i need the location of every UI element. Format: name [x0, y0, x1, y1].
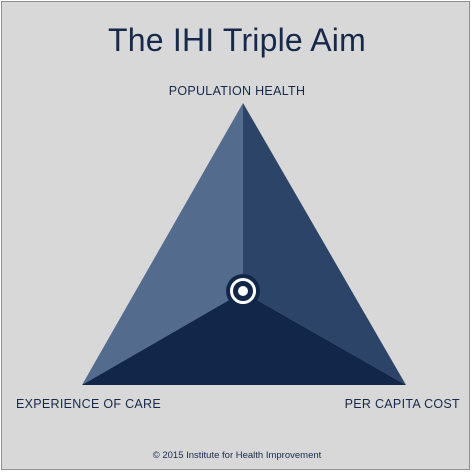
pyramid-face-left: [82, 103, 243, 385]
target-icon: [226, 274, 260, 308]
vertex-label-population-health: POPULATION HEALTH: [168, 84, 306, 98]
pyramid-face-right: [243, 103, 406, 385]
copyright-notice: © 2015 Institute for Health Improvement: [152, 450, 322, 461]
page-title: The IHI Triple Aim: [108, 22, 366, 58]
vertex-label-experience-of-care: EXPERIENCE OF CARE: [16, 397, 162, 411]
vertex-label-per-capita-cost: PER CAPITA COST: [344, 397, 460, 411]
pyramid-face-bottom: [82, 292, 406, 385]
